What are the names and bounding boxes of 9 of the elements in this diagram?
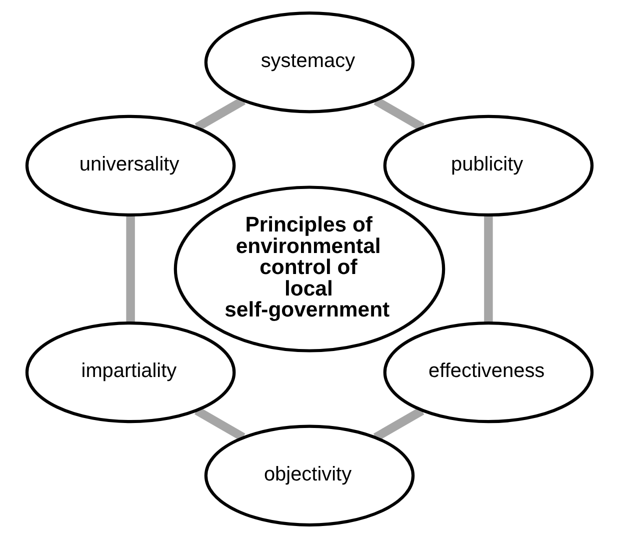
connector — [484, 215, 492, 323]
node-ellipse: universality — [24, 114, 236, 217]
node-ellipse: effectiveness — [382, 321, 594, 424]
node-ellipse: Principles of environmental control of local self-government — [173, 186, 445, 352]
node-ellipse: objectivity — [204, 424, 414, 526]
node-ellipse: impartiality — [24, 321, 236, 424]
node-ellipse: publicity — [382, 114, 594, 217]
node-ellipse: systemacy — [204, 12, 414, 114]
connector — [126, 215, 134, 323]
